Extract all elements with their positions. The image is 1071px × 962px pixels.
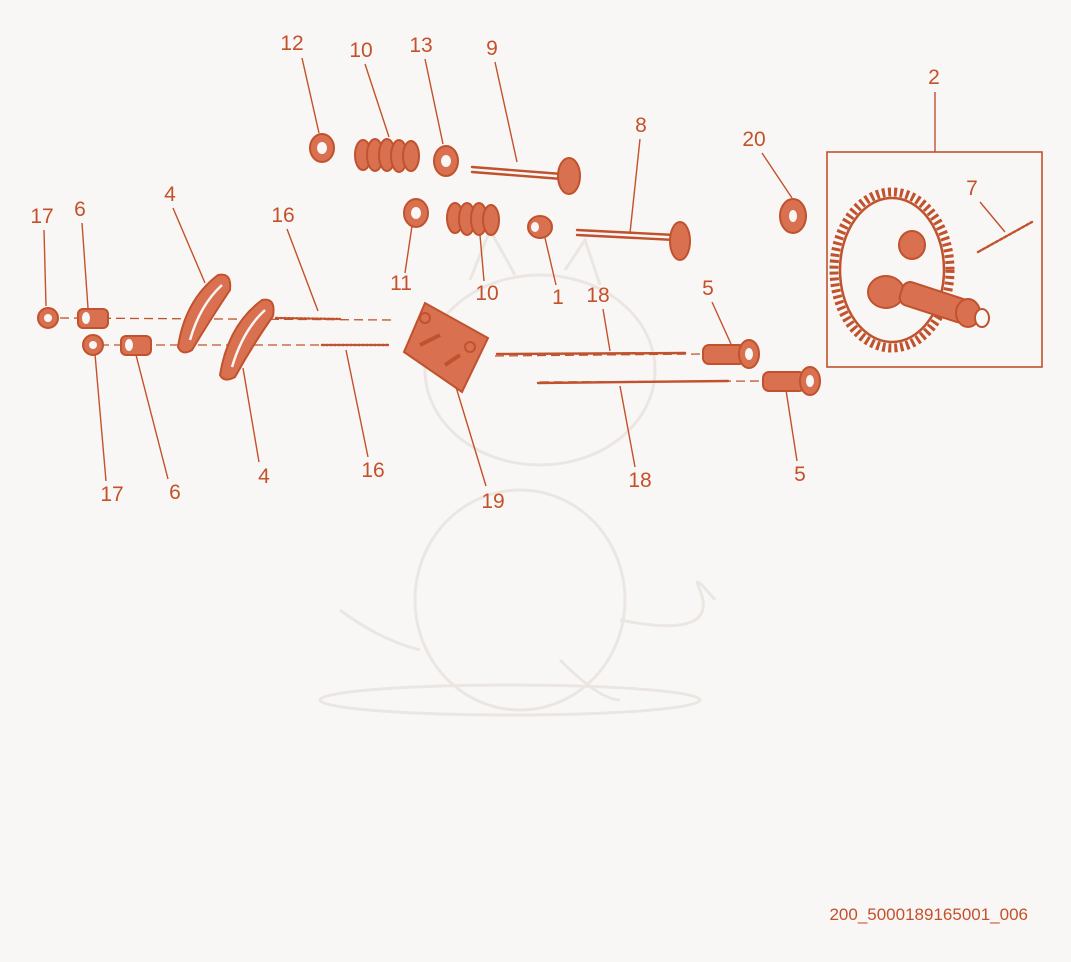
leader-4-bottom xyxy=(242,367,260,463)
leader-20 xyxy=(761,152,793,199)
callout-10-mid: 10 xyxy=(475,282,498,305)
callout-labels: 12 10 13 9 8 20 2 7 17 6 4 16 11 10 1 18 5 4 16 17 6 19 18 5 xyxy=(30,32,978,513)
leader-13-top xyxy=(424,58,444,145)
callout-16-top: 16 xyxy=(271,204,294,227)
part-5-tappet-bottom xyxy=(762,366,821,396)
callout-12-top: 12 xyxy=(280,32,303,55)
part-18-pushrod-bottom xyxy=(536,379,730,385)
callout-4-bottom: 4 xyxy=(258,465,270,488)
callout-6-top: 6 xyxy=(74,198,86,221)
part-10-spring-top xyxy=(354,138,420,173)
leader-16-top xyxy=(286,228,319,312)
leader-18-bottom xyxy=(619,385,636,468)
leader-17-top xyxy=(43,229,47,307)
leader-6-bottom xyxy=(135,354,169,480)
drawing-code: 200_5000189165001_006 xyxy=(829,905,1028,924)
leader-8 xyxy=(629,138,641,234)
callout-1: 1 xyxy=(552,286,564,309)
leader-4-top xyxy=(172,207,206,284)
part-8-valve xyxy=(575,221,691,261)
part-20-washer xyxy=(779,198,807,234)
part-18-pushrod-top xyxy=(495,351,687,356)
leader-5-bottom xyxy=(785,389,798,462)
watermark-mascot xyxy=(318,226,717,717)
part-4-rocker-top xyxy=(176,273,232,354)
leader-17-bottom xyxy=(94,353,107,482)
part-17-nut-bottom xyxy=(82,334,104,356)
part-12-keeper xyxy=(309,133,335,163)
leader-19 xyxy=(455,386,487,487)
leader-6-top xyxy=(81,222,89,309)
part-6-nut-bottom xyxy=(120,335,152,356)
callout-8: 8 xyxy=(635,114,647,137)
callout-5-bottom: 5 xyxy=(794,463,806,486)
callout-4-top: 4 xyxy=(164,183,176,206)
leader-18-top xyxy=(602,308,611,352)
leader-12-top xyxy=(301,57,320,134)
part-10-spring-mid xyxy=(446,202,500,236)
callout-18-top: 18 xyxy=(586,284,609,307)
leader-10-top xyxy=(364,63,390,138)
callout-18-bottom: 18 xyxy=(628,469,651,492)
part-1-seal xyxy=(527,215,553,239)
part-17-nut-top xyxy=(37,307,59,329)
leader-7 xyxy=(979,201,1006,233)
callout-11: 11 xyxy=(390,272,412,295)
callout-2: 2 xyxy=(928,66,940,89)
part-6-nut-top xyxy=(77,308,109,329)
part-4-rocker-bottom xyxy=(218,298,275,381)
leader-5-top xyxy=(711,301,732,345)
part-7-spring xyxy=(976,220,1034,254)
part-11-keeper xyxy=(403,198,429,228)
leader-1 xyxy=(544,237,557,286)
part-5-tappet-top xyxy=(702,339,760,369)
callout-17-bottom: 17 xyxy=(100,483,123,506)
callout-10-top: 10 xyxy=(349,39,372,62)
part-16-stud-top xyxy=(274,316,342,321)
callout-17-top: 17 xyxy=(30,205,53,228)
leader-10-mid xyxy=(479,234,485,282)
leader-lines xyxy=(43,57,1006,487)
leader-16-bottom xyxy=(345,349,369,458)
part-2-camshaft-gear xyxy=(829,187,990,353)
part-9-valve xyxy=(470,157,581,195)
leader-11 xyxy=(404,225,413,274)
callout-9: 9 xyxy=(486,37,498,60)
callout-6-bottom: 6 xyxy=(169,481,181,504)
leader-9 xyxy=(494,61,518,163)
callout-7: 7 xyxy=(966,177,978,200)
callout-16-bottom: 16 xyxy=(361,459,384,482)
part-13-retainer xyxy=(433,145,459,177)
callout-20: 20 xyxy=(742,128,765,151)
callout-13-top: 13 xyxy=(409,34,432,57)
callout-5-top: 5 xyxy=(702,277,714,300)
part-19-guide-plate xyxy=(402,301,490,394)
callout-19: 19 xyxy=(481,490,504,513)
